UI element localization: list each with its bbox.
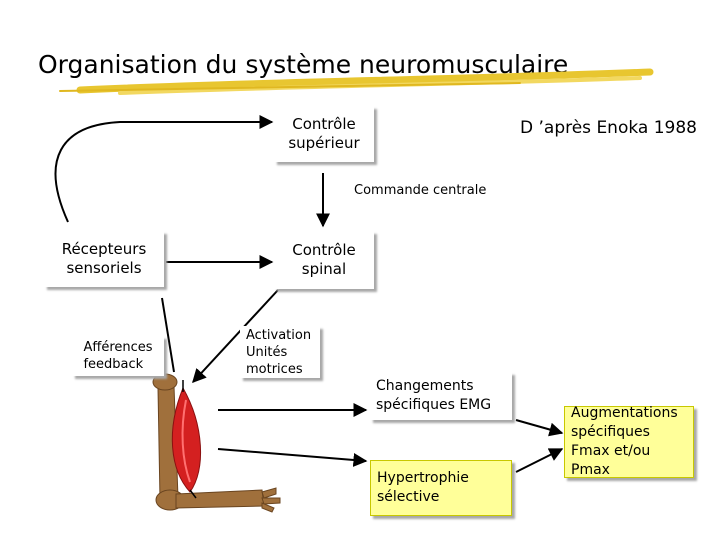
afferences-line	[161, 297, 175, 373]
activation-text: Activation Unités motrices	[246, 327, 312, 377]
changements-emg-label: Changements spécifiques EMG	[376, 378, 492, 413]
augmentations-label: Augmentations spécifiques Fmax et/ou Pma…	[571, 405, 678, 478]
node-augmentations-specifiques: Augmentations spécifiques Fmax et/ou Pma…	[564, 405, 694, 478]
node-recepteurs-sensoriels: Récepteurs sensoriels	[44, 231, 164, 287]
biceps-muscle	[171, 386, 202, 493]
node-changements-emg: Changements spécifiques EMG	[370, 372, 512, 420]
node-recepteurs-label: Récepteurs sensoriels	[61, 240, 147, 277]
node-controle-spinal: Contrôle spinal	[274, 231, 374, 289]
activation-arrow	[192, 289, 279, 384]
label-commande-centrale: Commande centrale	[354, 183, 487, 198]
hypertrophie-label: Hypertrophie sélective	[377, 470, 469, 505]
feedback-loop-arrow	[54, 115, 274, 223]
source-citation: D ’après Enoka 1988	[520, 118, 697, 138]
arm-illustration	[152, 373, 281, 513]
node-hypertrophie-selective: Hypertrophie sélective	[370, 460, 512, 516]
title-underline	[59, 68, 654, 95]
emg-to-augmentations-arrow	[515, 419, 564, 437]
hand	[261, 487, 281, 513]
to-hypertrophie-arrow	[217, 448, 368, 467]
afferences-text: Afférences feedback	[83, 340, 153, 372]
node-controle-spinal-label: Contrôle spinal	[292, 241, 356, 278]
label-activation-unites: Activation Unités motrices	[240, 326, 320, 378]
label-afferences-feedback: Afférences feedback	[72, 336, 164, 376]
hypertrophie-to-augmentations-arrow	[515, 448, 564, 473]
node-controle-superieur: Contrôle supérieur	[274, 106, 374, 162]
node-controle-superieur-label: Contrôle supérieur	[288, 115, 360, 152]
forearm	[175, 489, 265, 509]
